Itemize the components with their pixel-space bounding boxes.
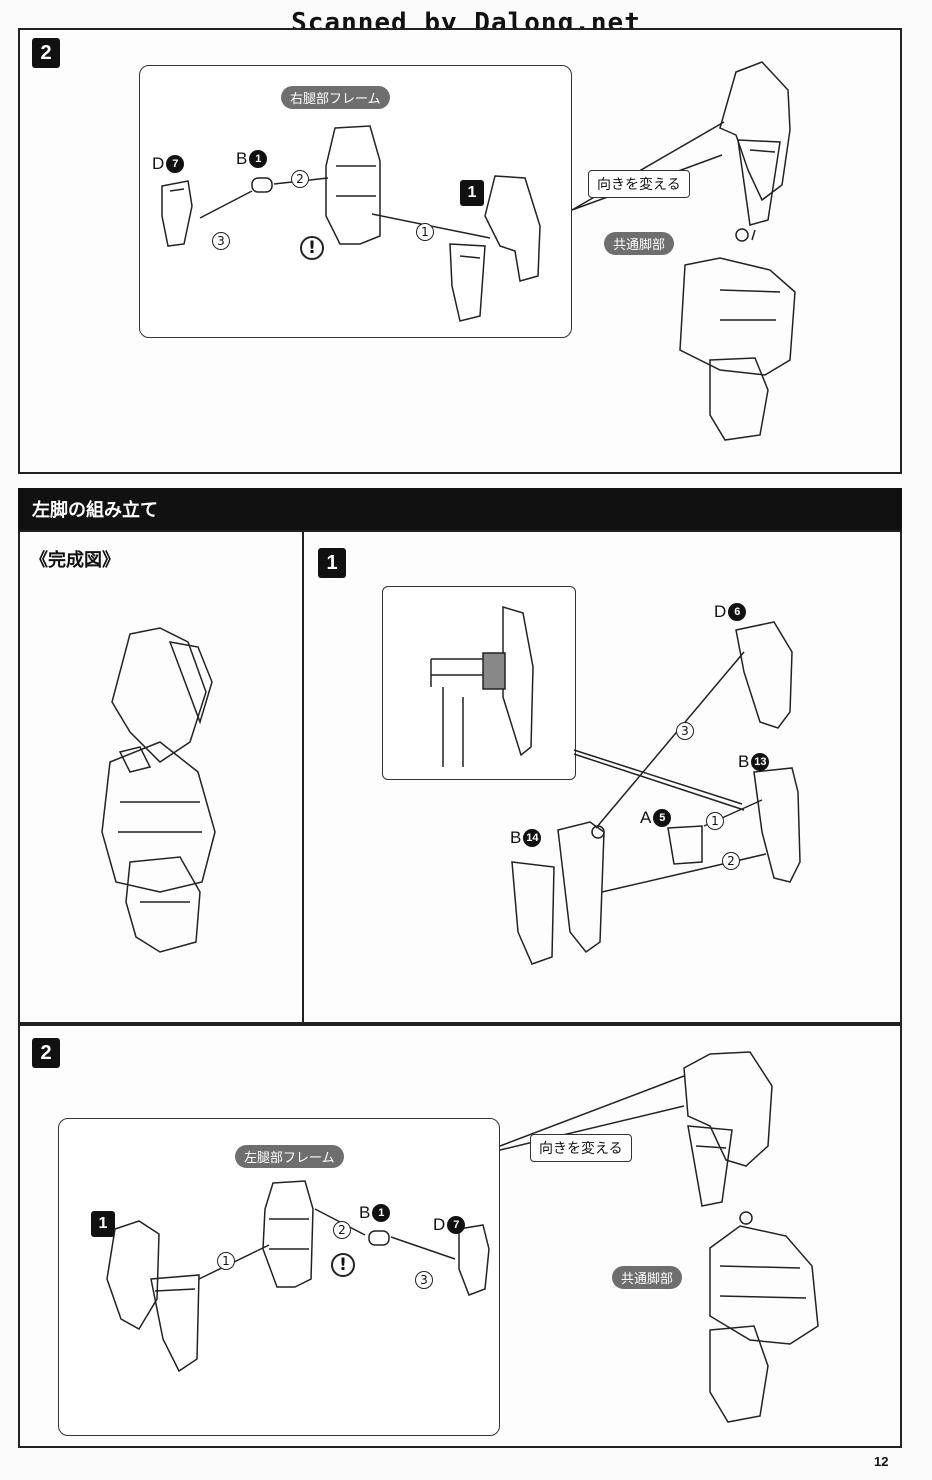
- arrow-3: 3: [676, 722, 694, 740]
- arrow-1: 1: [416, 223, 434, 241]
- step-number: 2: [32, 38, 60, 68]
- completed-left-leg-art: [101, 627, 216, 953]
- step-number: 2: [32, 1038, 60, 1068]
- completed-label: 《完成図》: [30, 550, 120, 571]
- left-leg-step1-art: [511, 621, 801, 965]
- arrow-2: 2: [722, 852, 740, 870]
- detail-inset: [382, 586, 576, 780]
- frame-label: 左腿部フレーム: [235, 1145, 344, 1168]
- frame-label: 右腿部フレーム: [281, 86, 390, 109]
- arrow-1: 1: [706, 812, 724, 830]
- arrow-3: 3: [415, 1271, 433, 1289]
- sub-step-number: 1: [460, 180, 484, 206]
- arrow-3: 3: [212, 232, 230, 250]
- section-header: 左脚の組み立て: [18, 488, 902, 530]
- arrow-2: 2: [291, 170, 309, 188]
- arrow-2: 2: [333, 1221, 351, 1239]
- warning-icon: !: [331, 1253, 355, 1277]
- step-number: 1: [318, 548, 346, 578]
- right-thigh-parts-art: [161, 125, 541, 322]
- left-leg-assembly-art: [499, 1051, 819, 1423]
- sub-step-number: 1: [91, 1211, 115, 1237]
- rotate-callout: 向きを変える: [588, 170, 690, 198]
- arrow-1: 1: [217, 1252, 235, 1270]
- right-leg-assembly-art: [571, 61, 796, 441]
- warning-icon: !: [300, 236, 324, 260]
- completed-figure-panel: 《完成図》: [18, 530, 304, 1024]
- rotate-callout: 向きを変える: [530, 1134, 632, 1162]
- common-leg-label: 共通脚部: [612, 1266, 683, 1289]
- common-leg-label: 共通脚部: [604, 232, 675, 255]
- page-number: 12: [874, 1454, 889, 1469]
